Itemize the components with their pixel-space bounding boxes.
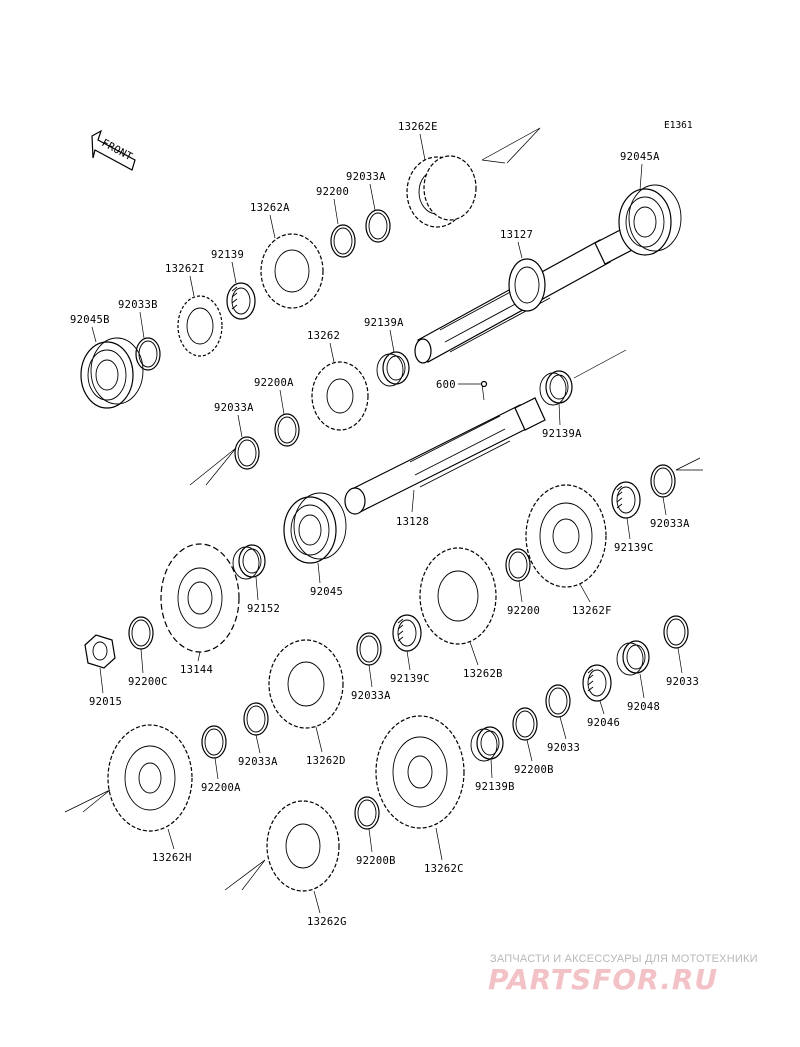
label-92139B: 92139B [475,781,515,793]
front-arrow-icon: FRONT [91,129,136,171]
circlip-92033A-right [650,464,676,498]
sprocket-13144 [160,543,240,653]
washer-92200B-right [512,707,538,741]
label-92033A-top: 92033A [346,171,386,183]
label-13262B: 13262B [463,668,503,680]
label-13144: 13144 [180,664,213,676]
label-92033A-left: 92033A [238,756,278,768]
gear-13262H [107,724,193,832]
needle-92139C-mid [392,614,422,652]
washer-92200-top [330,224,356,258]
label-92048: 92048 [627,701,660,713]
label-92033B: 92033B [118,299,158,311]
gear-13262D [268,639,344,729]
bearing-92045 [283,492,347,564]
label-92045B: 92045B [70,314,110,326]
sleeve-92139B [470,726,504,762]
circlip-92033A-top [365,209,391,243]
label-13262D: 13262D [306,755,346,767]
label-13262E: 13262E [398,121,438,133]
circlip-92033A-mid [234,436,260,470]
label-92200-top: 92200 [316,186,349,198]
label-92045A: 92045A [620,151,660,163]
label-92033A-center: 92033A [351,690,391,702]
washer-92200A [274,413,300,447]
label-92200C: 92200C [128,676,168,688]
gear-13262C [375,715,465,829]
label-13262: 13262 [307,330,340,342]
gear-13262G [266,800,340,892]
circlip-92033A-left [243,702,269,736]
label-92200B: 92200B [356,855,396,867]
assembly-axis-lines [64,127,703,891]
reference-code: E1361 [664,120,693,131]
needle-92139C-right [611,481,641,519]
spacer-92048 [616,640,650,676]
gear-13262E [406,155,477,228]
label-92139C-right: 92139C [614,542,654,554]
nut-92015 [84,634,116,669]
label-92139A-top: 92139A [364,317,404,329]
label-92200-mid: 92200 [507,605,540,617]
sleeve-92139A-top [376,351,410,387]
label-92033A-mid: 92033A [214,402,254,414]
circlip-92033-bottom [545,684,571,718]
gear-13262A [260,233,324,309]
washer-92200-mid [505,548,531,582]
label-92200A-left: 92200A [201,782,241,794]
washer-92200B [354,796,380,830]
label-92139: 92139 [211,249,244,261]
watermark-tagline: ЗАПЧАСТИ И АКСЕССУАРЫ ДЛЯ МОТОТЕХНИКИ [490,953,758,965]
label-92033: 92033 [666,676,699,688]
counter-shaft-13128 [344,397,546,515]
label-13262G: 13262G [307,916,347,928]
label-13262A: 13262A [250,202,290,214]
label-92033A-right: 92033A [650,518,690,530]
label-92045: 92045 [310,586,343,598]
gear-13262I [177,295,223,357]
circlip-92033-right [663,615,689,649]
label-92152: 92152 [247,603,280,615]
bearing-92045A [618,184,682,256]
sleeve-92139A-bottom [539,370,573,406]
label-13262H: 13262H [152,852,192,864]
circlip-92033A-center [356,632,382,666]
sleeve-92152 [232,544,266,580]
label-13262I: 13262I [165,263,205,275]
needle-92046 [582,664,612,702]
gear-13262 [311,361,369,431]
label-92200B-right: 92200B [514,764,554,776]
label-92015: 92015 [89,696,122,708]
gear-13262B [419,547,497,645]
label-92139C-mid: 92139C [390,673,430,685]
label-92200A: 92200A [254,377,294,389]
watermark-logo: PARTSFOR.RU [488,963,719,996]
label-600: 600 [436,379,456,391]
label-92033-bottom: 92033 [547,742,580,754]
washer-92200A-left [201,725,227,759]
gear-13262F [525,484,607,588]
label-13128: 13128 [396,516,429,528]
part-labels: 13262E 92045A 92033A 92200 13262A 92139 … [70,121,699,928]
label-13127: 13127 [500,229,533,241]
shaft-gear-13127 [508,258,546,312]
label-13262F: 13262F [572,605,612,617]
label-92046: 92046 [587,717,620,729]
washer-92200C [128,616,154,650]
needle-92139 [226,282,256,320]
label-13262C: 13262C [424,863,464,875]
label-92139A-bottom: 92139A [542,428,582,440]
bearing-92045B [80,337,144,409]
